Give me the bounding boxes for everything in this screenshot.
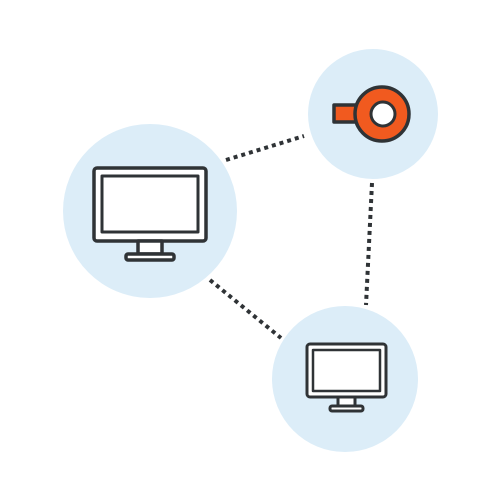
desktop-monitor-icon	[305, 342, 388, 413]
node-connector[interactable]	[308, 49, 438, 179]
edge-connector-to-desktop-small	[364, 182, 374, 306]
desktop-monitor-icon	[92, 166, 208, 262]
orange-connector-icon	[332, 85, 411, 143]
connection-lines	[208, 134, 374, 340]
edge-desktop-large-to-desktop-small	[208, 278, 283, 340]
edge-desktop-large-to-connector	[225, 134, 305, 162]
node-desktop-large[interactable]	[63, 124, 237, 298]
node-desktop-small[interactable]	[272, 306, 418, 452]
